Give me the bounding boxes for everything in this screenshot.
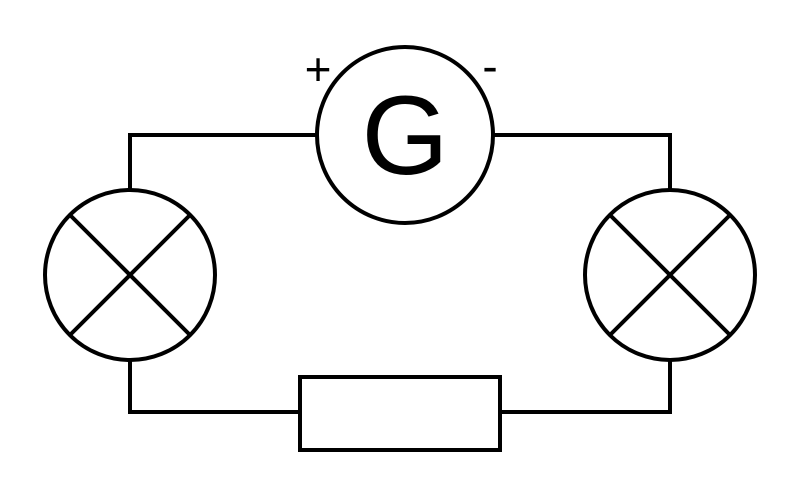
wire-top-left [128, 133, 320, 190]
resistor [298, 375, 502, 452]
generator-circle [315, 45, 495, 225]
generator: G + - [305, 40, 498, 225]
wires [128, 133, 672, 414]
lamp-left-cross-b [68, 213, 192, 337]
lamp-right [583, 188, 757, 362]
wire-top-right [490, 133, 672, 190]
generator-letter: G [361, 73, 448, 198]
positive-terminal-label: + [305, 43, 332, 95]
wire-bottom-left [128, 360, 300, 414]
lamp-left [43, 188, 217, 362]
wire-bottom-right [500, 360, 672, 414]
resistor-body [298, 375, 502, 452]
lamp-right-cross-b [608, 213, 732, 337]
negative-terminal-label: - [482, 40, 497, 92]
